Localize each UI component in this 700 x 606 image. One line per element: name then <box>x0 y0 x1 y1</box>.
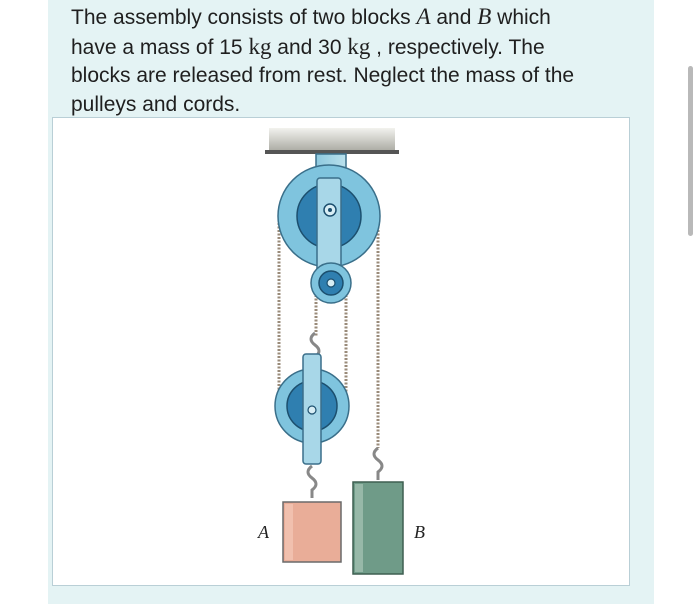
hook-b <box>372 446 384 480</box>
block-b-highlight <box>355 484 363 572</box>
scrollbar-thumb[interactable] <box>688 66 693 236</box>
text-line1-b: and <box>430 6 478 29</box>
text-line4: pulleys and cords. <box>71 92 241 116</box>
text-line1-c: which <box>491 6 551 29</box>
variable-b: B <box>477 4 492 29</box>
text-line2-c: , respectively. The <box>370 35 545 59</box>
text-line2-a: have a mass of 15 <box>71 35 249 59</box>
block-a-highlight <box>285 504 293 560</box>
label-b: B <box>414 522 425 542</box>
text-line1-a: The assembly consists of two blocks <box>71 6 417 29</box>
problem-statement: The assembly consists of two blocks A an… <box>71 3 641 119</box>
unit-kg-2: kg <box>347 33 371 59</box>
text-line2-b: and 30 <box>271 35 348 59</box>
pulley-diagram: A B <box>257 128 425 575</box>
variable-a: A <box>416 4 431 29</box>
figure-panel: A B <box>52 117 630 586</box>
ceiling-plate <box>265 150 399 154</box>
text-line3: blocks are released from rest. Neglect t… <box>71 64 575 87</box>
hook-a <box>306 464 318 498</box>
moving-pulley-axle <box>307 405 317 415</box>
label-a: A <box>257 522 270 542</box>
small-pulley-axle <box>326 278 336 288</box>
ceiling-support <box>269 128 395 152</box>
top-pulley-axle-center <box>328 208 332 212</box>
unit-kg-1: kg <box>248 33 272 59</box>
